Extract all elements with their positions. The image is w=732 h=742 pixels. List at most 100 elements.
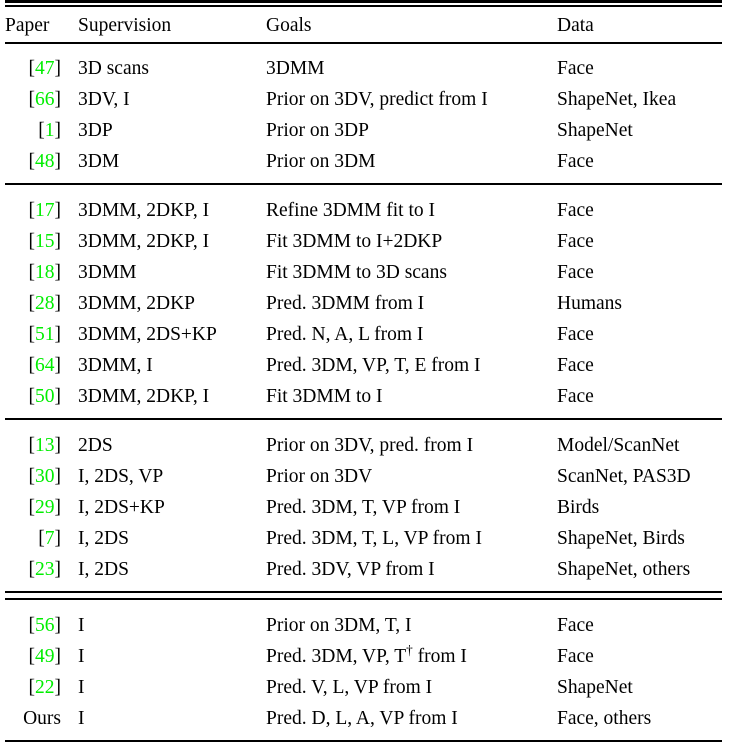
citation-number[interactable]: 7 <box>44 528 55 550</box>
citation-bracket-open: [ <box>28 293 36 315</box>
cell-paper: [13] <box>5 430 78 461</box>
cell-supervision-text: 3DMM, 2DKP, I <box>78 231 210 253</box>
cell-supervision-text: 3DMM, I <box>78 355 153 377</box>
cell-paper-inner: [30] <box>5 461 78 492</box>
citation-link[interactable]: [66] <box>5 84 62 115</box>
citation-link[interactable]: [50] <box>5 381 62 412</box>
citation-link[interactable]: [49] <box>5 641 62 672</box>
section-top-spacer <box>5 44 722 53</box>
cell-paper: [30] <box>5 461 78 492</box>
cell-goals-text: Prior on 3DP <box>266 120 369 142</box>
cell-supervision-text: 3DMM, 2DS+KP <box>78 324 217 346</box>
cell-goals: Pred. 3DM, VP, T† from I <box>266 641 557 672</box>
cell-supervision-text: 3DMM <box>78 262 137 284</box>
cell-paper: [47] <box>5 53 78 84</box>
cell-goals: 3DMM <box>266 53 557 84</box>
citation-number[interactable]: 29 <box>35 497 55 519</box>
citation-number[interactable]: 49 <box>35 646 55 668</box>
cell-paper-inner: [23] <box>5 554 78 585</box>
citation-number[interactable]: 48 <box>35 151 55 173</box>
citation-number[interactable]: 13 <box>35 435 55 457</box>
citation-link[interactable]: [7] <box>5 523 61 554</box>
paper-label-ours: Ours <box>23 708 61 730</box>
section-top-spacer <box>5 420 722 430</box>
cell-supervision: 3DV, I <box>78 84 266 115</box>
citation-link[interactable]: [28] <box>5 288 62 319</box>
cell-data: Humans <box>557 288 722 319</box>
citation-bracket-close: ] <box>54 58 62 80</box>
cell-goals: Pred. 3DM, T, VP from I <box>266 492 557 523</box>
section-divider-row <box>5 183 722 186</box>
cell-data-text: Face <box>557 355 594 377</box>
cell-data: Face <box>557 257 722 288</box>
cell-supervision-text: I <box>78 615 85 637</box>
column-header-paper-label: Paper <box>5 14 50 36</box>
citation-number[interactable]: 15 <box>35 231 55 253</box>
cell-paper: [15] <box>5 226 78 257</box>
citation-bracket-open: [ <box>38 528 45 550</box>
citation-number[interactable]: 56 <box>35 615 55 637</box>
cell-paper: [50] <box>5 381 78 412</box>
citation-bracket-close: ] <box>54 151 62 173</box>
citation-link[interactable]: [29] <box>5 492 62 523</box>
cell-supervision-text: 2DS <box>78 435 113 457</box>
citation-number[interactable]: 50 <box>35 386 55 408</box>
dagger-footnote-marker: † <box>406 642 413 658</box>
citation-number[interactable]: 47 <box>35 58 55 80</box>
citation-number[interactable]: 30 <box>35 466 55 488</box>
citation-bracket-open: [ <box>28 559 36 581</box>
citation-link[interactable]: [17] <box>5 195 62 226</box>
citation-link[interactable]: [64] <box>5 350 62 381</box>
citation-link[interactable]: [22] <box>5 672 62 703</box>
citation-number[interactable]: 64 <box>35 355 55 377</box>
citation-number[interactable]: 23 <box>35 559 55 581</box>
citation-number[interactable]: 66 <box>35 89 55 111</box>
cell-data: Face <box>557 319 722 350</box>
citation-link[interactable]: [23] <box>5 554 62 585</box>
citation-number[interactable]: 28 <box>35 293 55 315</box>
citation-link[interactable]: [1] <box>5 115 61 146</box>
cell-paper-inner: Ours <box>5 703 78 734</box>
cell-data-text: ShapeNet, Birds <box>557 528 685 550</box>
cell-paper-inner: [66] <box>5 84 78 115</box>
citation-link[interactable]: [18] <box>5 257 62 288</box>
cell-goals-text: Pred. 3DM, T, VP from I <box>266 497 461 519</box>
cell-data: ScanNet, PAS3D <box>557 461 722 492</box>
citation-link[interactable]: [56] <box>5 610 62 641</box>
cell-goals-text: Pred. 3DM, T, L, VP from I <box>266 528 482 550</box>
cell-supervision-text: 3DMM, 2DKP, I <box>78 386 210 408</box>
citation-number[interactable]: 17 <box>35 200 55 222</box>
citation-link[interactable]: [47] <box>5 53 62 84</box>
spacer <box>5 420 722 430</box>
cell-paper-inner: [18] <box>5 257 78 288</box>
citation-number[interactable]: 18 <box>35 262 55 284</box>
citation-link[interactable]: [15] <box>5 226 62 257</box>
citation-link[interactable]: [13] <box>5 430 62 461</box>
cell-supervision: I <box>78 672 266 703</box>
spacer <box>5 44 722 53</box>
cell-supervision: I, 2DS, VP <box>78 461 266 492</box>
citation-link[interactable]: [51] <box>5 319 62 350</box>
citation-number[interactable]: 1 <box>44 120 55 142</box>
citation-number[interactable]: 51 <box>35 324 55 346</box>
citation-number[interactable]: 22 <box>35 677 55 699</box>
cell-supervision-text: I, 2DS <box>78 559 129 581</box>
section-divider-rule <box>5 591 722 594</box>
cell-goals: Prior on 3DV, predict from I <box>266 84 557 115</box>
citation-bracket-close: ] <box>54 200 62 222</box>
citation-link[interactable]: [48] <box>5 146 62 177</box>
cell-goals: Fit 3DMM to I <box>266 381 557 412</box>
cell-supervision: 3DMM, 2DKP, I <box>78 195 266 226</box>
cell-paper: [56] <box>5 610 78 641</box>
cell-paper: [23] <box>5 554 78 585</box>
citation-bracket-close: ] <box>54 120 62 142</box>
citation-link[interactable]: [30] <box>5 461 62 492</box>
cell-supervision: I <box>78 610 266 641</box>
cell-supervision-text: 3DMM, 2DKP <box>78 293 196 315</box>
cell-goals: Pred. 3DV, VP from I <box>266 554 557 585</box>
